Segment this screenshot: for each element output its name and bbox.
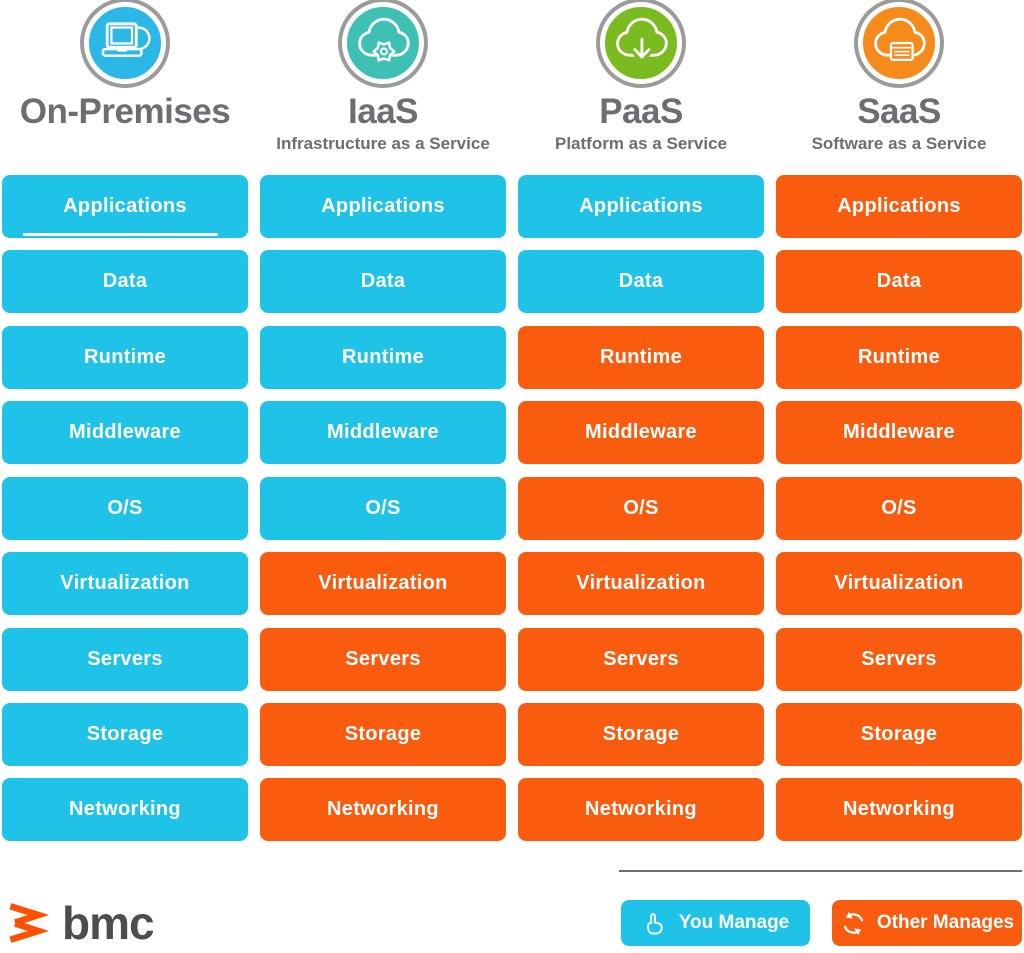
cloud-download-icon xyxy=(600,2,682,84)
layer-cell: Data xyxy=(776,250,1022,313)
layer-cell: Data xyxy=(260,250,506,313)
layer-cell: O/S xyxy=(776,477,1022,540)
column-subtitle: Platform as a Service xyxy=(555,134,727,153)
other-manages-label: Other Manages xyxy=(876,912,1015,933)
layer-cell: Networking xyxy=(518,778,764,841)
layer-cell: Middleware xyxy=(260,401,506,464)
you-manage-button[interactable]: You Manage xyxy=(621,900,810,946)
layer-cell: O/S xyxy=(518,477,764,540)
layer-cell: Applications xyxy=(2,175,248,238)
layer-cell: Servers xyxy=(260,628,506,691)
layer-cell: Storage xyxy=(776,703,1022,766)
layer-cell: Middleware xyxy=(776,401,1022,464)
pointing-hand-icon xyxy=(646,912,663,935)
layer-cell: Middleware xyxy=(2,401,248,464)
layer-cell: Runtime xyxy=(2,326,248,389)
layer-cell: Applications xyxy=(518,175,764,238)
layer-cell: Virtualization xyxy=(260,552,506,615)
laptop-disc-icon xyxy=(84,2,166,84)
layer-cell: Storage xyxy=(2,703,248,766)
you-manage-label: You Manage xyxy=(678,912,790,933)
layer-cell: Runtime xyxy=(776,326,1022,389)
layer-cell: O/S xyxy=(260,477,506,540)
layer-cell: Servers xyxy=(2,628,248,691)
layer-cell: Data xyxy=(2,250,248,313)
cloud-gear-icon xyxy=(342,2,424,84)
layer-cell: Storage xyxy=(518,703,764,766)
sync-arrows-icon xyxy=(843,911,863,935)
layer-cell: Networking xyxy=(260,778,506,841)
layer-cell: Applications xyxy=(776,175,1022,238)
column-title: PaaS xyxy=(599,92,683,131)
bmc-logo: bmc xyxy=(2,897,155,949)
column-subtitle: Software as a Service xyxy=(811,134,987,153)
layer-cell: Runtime xyxy=(260,326,506,389)
underline-artifact xyxy=(23,233,218,236)
layer-cell: Data xyxy=(518,250,764,313)
layer-cell: Applications xyxy=(260,175,506,238)
column-subtitle: Infrastructure as a Service xyxy=(276,134,490,153)
layer-cell: Storage xyxy=(260,703,506,766)
legend-divider xyxy=(619,870,1022,872)
cloud-app-icon xyxy=(858,2,940,84)
layer-cell: Servers xyxy=(518,628,764,691)
layer-cell: Networking xyxy=(2,778,248,841)
other-manages-button[interactable]: Other Manages xyxy=(832,900,1022,946)
column-title: On-Premises xyxy=(19,92,231,131)
column-title: SaaS xyxy=(857,92,941,131)
layer-cell: Middleware xyxy=(518,401,764,464)
layer-cell: Servers xyxy=(776,628,1022,691)
layer-cell: Virtualization xyxy=(518,552,764,615)
bmc-mark-icon xyxy=(9,903,50,943)
column-title: IaaS xyxy=(348,92,419,131)
bmc-wordmark: bmc xyxy=(62,897,155,949)
layer-cell: Virtualization xyxy=(776,552,1022,615)
layer-cell: Virtualization xyxy=(2,552,248,615)
layer-cell: Runtime xyxy=(518,326,764,389)
layer-cell: O/S xyxy=(2,477,248,540)
layer-cell: Networking xyxy=(776,778,1022,841)
